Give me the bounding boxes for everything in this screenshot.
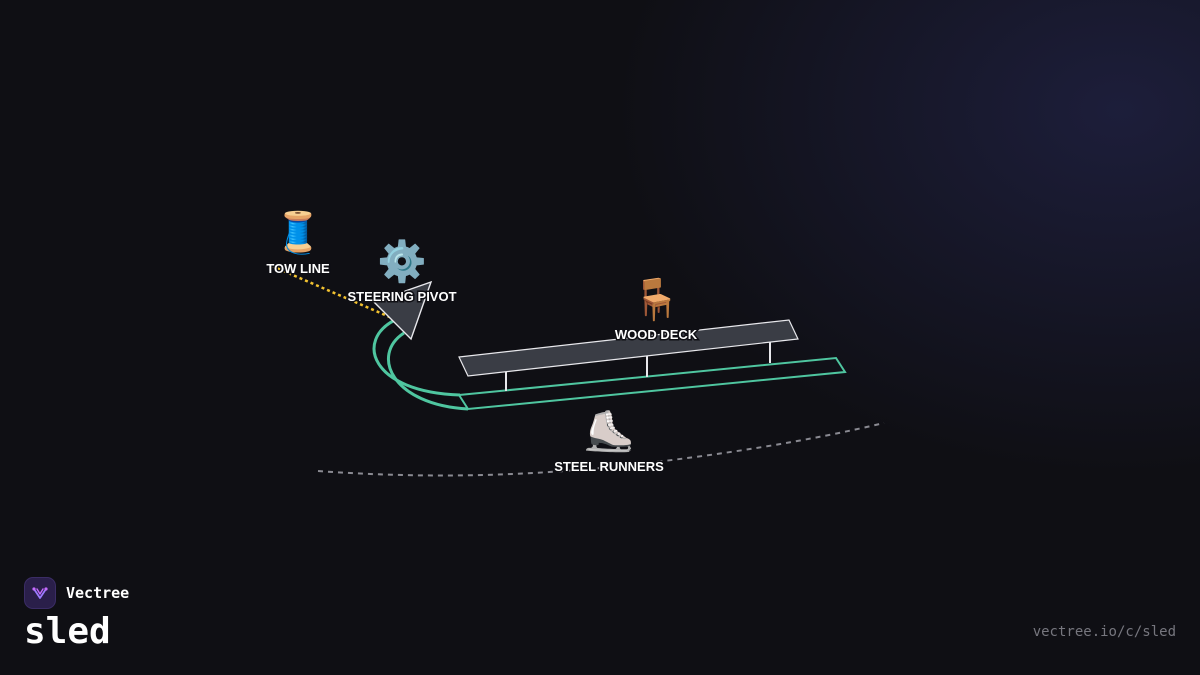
runner-curl-outer bbox=[372, 318, 461, 397]
spool-of-thread-icon: 🧵 bbox=[273, 209, 323, 256]
brand-name: Vectree bbox=[66, 584, 130, 602]
tow-line-rope bbox=[271, 264, 393, 320]
ground-line bbox=[317, 422, 885, 477]
wood-deck-label: WOOD DECK bbox=[615, 327, 698, 342]
gear-icon: ⚙️ bbox=[377, 238, 427, 285]
runner-rail bbox=[457, 356, 847, 411]
brand: Vectree bbox=[24, 577, 129, 609]
wood-deck-board bbox=[458, 319, 799, 377]
runner-curl-inner bbox=[387, 331, 469, 411]
chair-icon: 🪑 bbox=[631, 276, 681, 323]
page-title: sled bbox=[24, 611, 111, 652]
steering-pivot-triangle bbox=[372, 280, 433, 341]
steel-runners-label: STEEL RUNNERS bbox=[554, 459, 664, 474]
page-url[interactable]: vectree.io/c/sled bbox=[1032, 624, 1176, 640]
steering-pivot-label: STEERING PIVOT bbox=[347, 289, 456, 304]
vectree-logo-mark bbox=[32, 587, 48, 599]
vectree-logo-icon bbox=[24, 577, 56, 609]
tow-line-label: TOW LINE bbox=[266, 261, 330, 276]
ice-skate-icon: ⛸️ bbox=[584, 408, 634, 455]
